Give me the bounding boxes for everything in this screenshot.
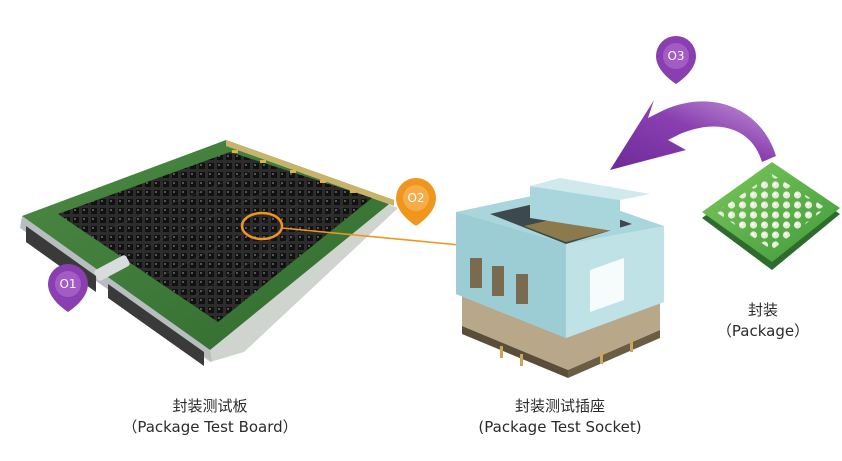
curved-arrow-icon	[610, 100, 776, 170]
board-caption-cn: 封装测试板	[172, 397, 248, 415]
location-pin-icon: O3	[656, 36, 696, 84]
package-caption-cn: 封装	[747, 301, 778, 319]
location-pin-icon: O1	[48, 264, 88, 312]
package-test-board	[20, 140, 398, 366]
badge-label-2: O2	[407, 191, 424, 205]
badge-label-1: O1	[59, 277, 76, 291]
socket-caption-en: (Package Test Socket)	[478, 418, 642, 436]
package-caption-en: （Package）	[716, 322, 810, 340]
socket-caption-cn: 封装测试插座	[514, 397, 605, 415]
badge-label-3: O3	[667, 49, 684, 63]
package-caption: 封装 （Package）	[708, 300, 818, 342]
package-chip	[702, 162, 840, 270]
socket-caption: 封装测试插座 (Package Test Socket)	[460, 396, 660, 438]
board-caption-en: （Package Test Board）	[122, 418, 298, 436]
package-test-socket	[456, 178, 664, 378]
board-caption: 封装测试板 （Package Test Board）	[100, 396, 320, 438]
location-pin-icon: O2	[396, 178, 436, 226]
